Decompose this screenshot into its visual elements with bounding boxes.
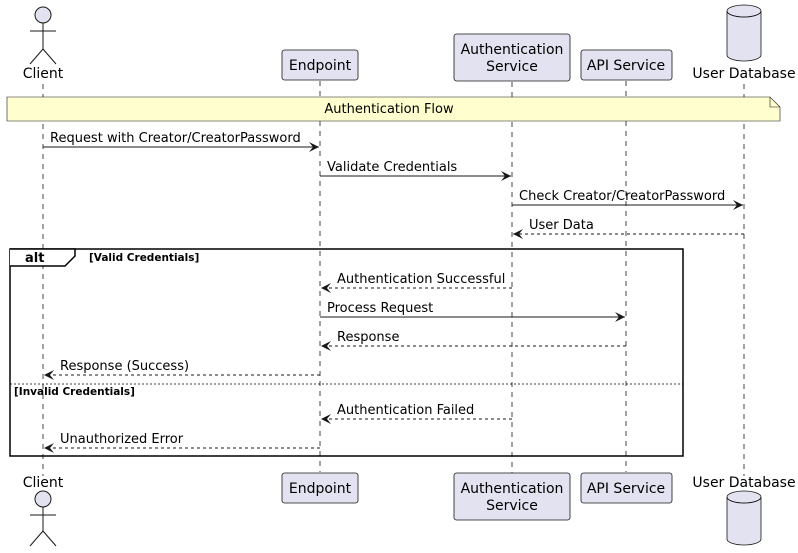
message-label: Request with Creator/CreatorPassword <box>50 131 301 146</box>
participant-label-client: Client <box>23 66 64 82</box>
participant-label-endpoint-bottom: Endpoint <box>289 481 352 497</box>
participant-label-auth-line1: Authentication <box>461 42 564 58</box>
messages: Request with Creator/CreatorPasswordVali… <box>43 131 744 453</box>
actor-icon <box>29 6 57 65</box>
message-7: Response <box>321 330 626 351</box>
message-label: Response <box>337 330 399 345</box>
alt-fragment-frame <box>9 248 684 457</box>
database-user-database-bottom: User Database <box>692 475 796 546</box>
message-8: Response (Success) <box>44 359 320 380</box>
participant-label-user-database: User Database <box>692 66 795 82</box>
message-label: Process Request <box>327 301 433 316</box>
participant-box <box>453 33 571 82</box>
participant-label-client-bottom: Client <box>23 475 64 491</box>
note-authentication-flow: Authentication Flow <box>6 96 781 122</box>
participant-api-service-top: API Service <box>580 49 673 81</box>
message-label: User Data <box>529 218 594 233</box>
message-label: Unauthorized Error <box>60 432 184 447</box>
participant-box <box>453 472 571 521</box>
participant-label-endpoint: Endpoint <box>289 58 352 74</box>
participant-label-auth-line2-bottom: Service <box>486 498 538 514</box>
note-text: Authentication Flow <box>324 102 454 117</box>
message-10: Unauthorized Error <box>44 432 320 453</box>
participant-label-auth-line2: Service <box>486 59 538 75</box>
alt-guard-valid: [Valid Credentials] <box>89 252 199 264</box>
alt-guard-invalid: [Invalid Credentials] <box>14 386 135 398</box>
participant-label-api-service: API Service <box>587 58 665 74</box>
message-5: Authentication Successful <box>321 272 512 293</box>
alt-keyword-tab <box>10 248 76 267</box>
actor-icon <box>29 490 57 547</box>
message-2: Validate Credentials <box>320 160 511 181</box>
participant-label-api-service-bottom: API Service <box>587 481 665 497</box>
participant-api-service-bottom: API Service <box>580 472 673 504</box>
alt-keyword: alt <box>25 251 44 266</box>
participant-box <box>580 49 673 81</box>
participant-label-user-database-bottom: User Database <box>692 475 795 491</box>
database-icon <box>726 4 762 62</box>
message-3: Check Creator/CreatorPassword <box>512 189 743 210</box>
actor-client-bottom: Client <box>23 475 64 547</box>
message-label: Authentication Failed <box>337 403 474 418</box>
participant-auth-service-bottom: Authentication Service <box>453 472 571 521</box>
participant-box <box>281 49 359 81</box>
database-user-database-top: User Database <box>692 4 796 82</box>
participant-label-auth-line1-bottom: Authentication <box>461 481 564 497</box>
message-label: Validate Credentials <box>327 160 457 175</box>
message-label: Check Creator/CreatorPassword <box>519 189 725 204</box>
message-9: Authentication Failed <box>321 403 512 424</box>
message-1: Request with Creator/CreatorPassword <box>43 131 319 152</box>
message-label: Response (Success) <box>60 359 189 374</box>
alt-fragment: alt [Valid Credentials] [Invalid Credent… <box>9 248 684 457</box>
participant-endpoint-bottom: Endpoint <box>281 472 359 504</box>
participant-endpoint-top: Endpoint <box>281 49 359 81</box>
actor-client-top: Client <box>23 6 64 82</box>
participant-box <box>580 472 673 504</box>
participant-box <box>281 472 359 504</box>
database-icon <box>726 490 762 546</box>
message-4: User Data <box>513 218 744 239</box>
message-label: Authentication Successful <box>337 272 505 287</box>
participant-auth-service-top: Authentication Service <box>453 33 571 82</box>
message-6: Process Request <box>320 301 625 322</box>
